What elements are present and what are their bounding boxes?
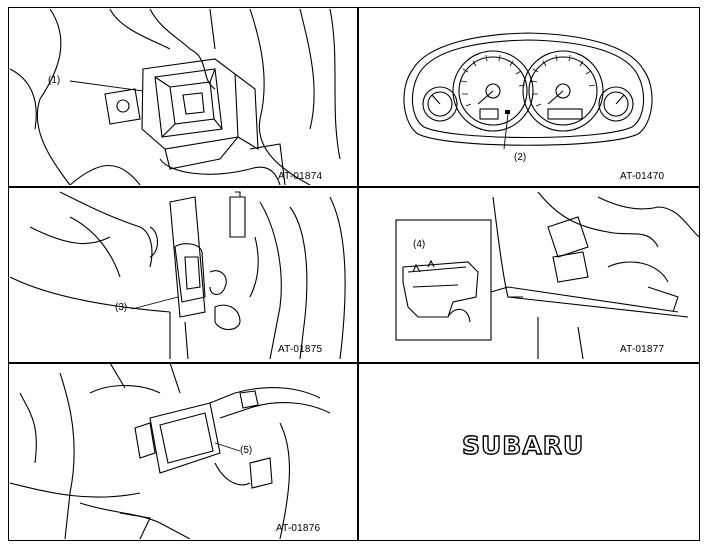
panel-dash-bracket: (4) AT-01877 [358,187,699,359]
callout-4: (4) [413,239,426,250]
figure-code-5: AT-01876 [276,523,321,534]
connector-illustration [10,191,346,359]
callout-3: (3) [115,302,128,313]
ecu-illustration [10,9,341,185]
grid-divider-row2 [9,362,699,364]
panel-combination-meter: (2) AT-01470 [358,9,699,185]
bracket-illustration [395,191,699,359]
callout-1: (1) [48,75,61,86]
callout-5: (5) [240,445,253,456]
figure-code-2: AT-01470 [620,171,665,182]
panel-ecu: (1) AT-01874 [10,9,355,185]
panel-connector-column: (3) AT-01875 [10,187,355,359]
meter-illustration [403,32,653,150]
subaru-logo: SUBARU [461,430,585,460]
grid-divider-row1 [9,186,699,188]
callout-2: (2) [514,152,527,163]
figure-code-1: AT-01874 [278,171,323,182]
figure-sheet [8,7,700,541]
figure-code-4: AT-01877 [620,344,665,355]
module-illustration [10,363,331,539]
panel-harness-module: (5) AT-01876 [10,363,355,539]
figure-code-3: AT-01875 [278,344,323,355]
grid-divider-vertical [357,8,359,540]
